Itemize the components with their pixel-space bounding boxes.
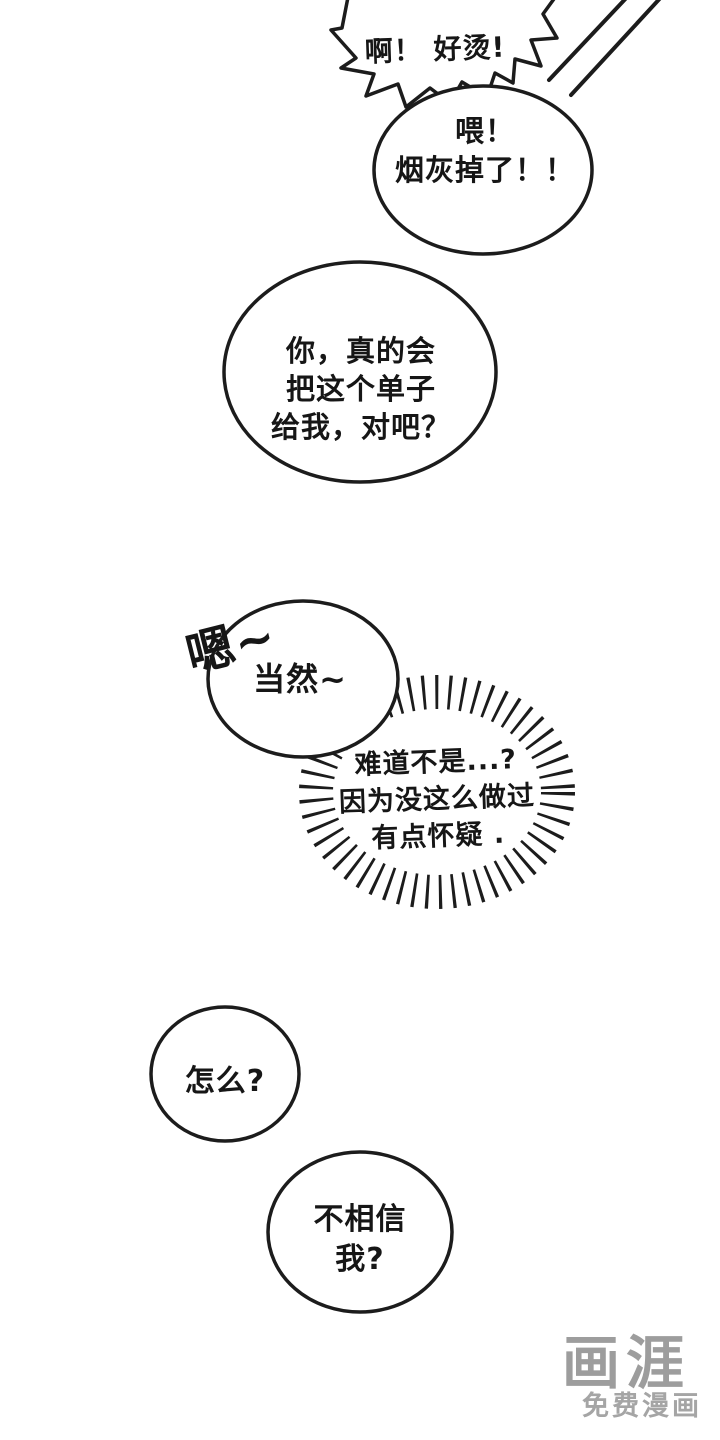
- sure-bubble-text: 当然~: [253, 660, 347, 698]
- what-bubble-shape: [149, 1005, 301, 1143]
- ash-bubble-line: 烟灰掉了！！: [394, 153, 575, 187]
- ash-bubble-shape: [372, 84, 594, 256]
- order-bubble-line: 给我，对吧？: [270, 410, 451, 444]
- order-bubble-shape: [222, 260, 498, 484]
- distrust-bubble-line: 我?: [335, 1242, 385, 1277]
- doubt-bubble-ticks: [299, 675, 575, 909]
- distrust-bubble-text: 不相信 我?: [290, 1200, 430, 1280]
- what-bubble-text: 怎么?: [184, 1064, 266, 1099]
- order-bubble-line: 把这个单子: [285, 372, 436, 406]
- doubt-bubble-text: 难道不是...? 因为没这么做过 有点怀疑 .: [316, 740, 558, 859]
- ash-bubble-line: 喂！: [454, 114, 515, 148]
- sure-bubble-shape: [206, 599, 400, 759]
- order-bubble-line: 你，真的会: [285, 334, 436, 368]
- distrust-bubble-line: 不相信: [313, 1202, 407, 1237]
- order-bubble-text: 你，真的会 把这个单子 给我，对吧？: [240, 332, 482, 446]
- distrust-bubble-shape: [266, 1150, 454, 1314]
- ash-bubble-text: 喂！ 烟灰掉了！！: [390, 112, 580, 190]
- shout-bubble-text: 啊！ 好烫!: [364, 30, 506, 69]
- motion-line: [569, 0, 662, 97]
- watermark-logo: 画涯: [562, 1329, 691, 1397]
- watermark-tagline: 免费漫画: [582, 1391, 702, 1422]
- motion-line: [547, 0, 628, 82]
